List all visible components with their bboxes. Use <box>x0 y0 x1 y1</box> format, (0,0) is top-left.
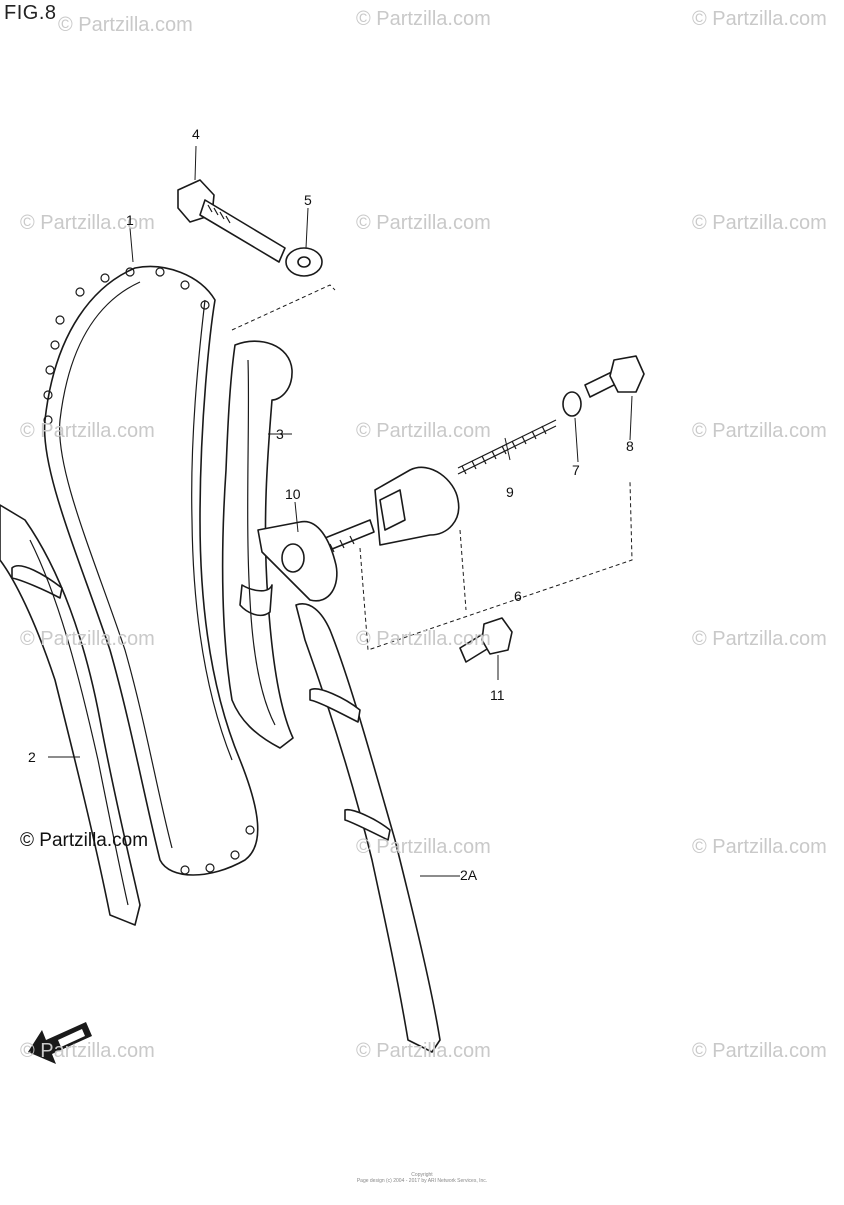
callout-part-1: 1 <box>126 212 134 228</box>
watermark: © Partzilla.com <box>20 212 155 234</box>
front-arrow-icon <box>28 1022 92 1064</box>
pivot-bolt <box>177 179 286 263</box>
watermark-strong: © Partzilla.com <box>20 830 149 851</box>
chain-guide-right <box>295 603 441 1053</box>
watermark: © Partzilla.com <box>356 1040 491 1062</box>
callout-part-8: 8 <box>626 438 634 454</box>
mount-bolt <box>459 617 513 663</box>
watermark: © Partzilla.com <box>356 420 491 442</box>
gasket <box>257 520 338 602</box>
group-lines <box>231 284 633 651</box>
footer-credit: Page design (c) 2004 - 2017 by ARI Netwo… <box>356 1178 488 1184</box>
cam-chain <box>43 265 259 876</box>
callout-part-7: 7 <box>572 462 580 478</box>
callout-part-4: 4 <box>192 126 200 142</box>
tensioner-spring <box>457 419 557 475</box>
watermark: © Partzilla.com <box>356 212 491 234</box>
figure-title: FIG.8 <box>4 2 57 24</box>
footer-copyright: Copyright <box>411 1172 433 1178</box>
callout-part-5: 5 <box>304 192 312 208</box>
chain-tensioner-arm <box>221 340 294 749</box>
callout-part-6: 6 <box>514 588 522 604</box>
watermark: © Partzilla.com <box>692 836 827 858</box>
chain-links <box>43 267 255 875</box>
o-ring <box>562 391 582 417</box>
watermark: © Partzilla.com <box>692 212 827 234</box>
watermark: © Partzilla.com <box>692 420 827 442</box>
chain-guide-left <box>0 504 141 926</box>
watermark: © Partzilla.com <box>58 14 193 36</box>
washer <box>285 247 323 277</box>
watermark: © Partzilla.com <box>20 628 155 650</box>
watermark: © Partzilla.com <box>692 628 827 650</box>
cap-bolt <box>584 355 645 398</box>
callout-part-2: 2 <box>28 749 36 765</box>
callout-part-10: 10 <box>285 486 301 502</box>
watermark: © Partzilla.com <box>20 420 155 442</box>
watermark: © Partzilla.com <box>356 628 491 650</box>
callout-part-3: 3 <box>276 426 284 442</box>
watermark: © Partzilla.com <box>356 8 491 30</box>
callout-part-9: 9 <box>506 484 514 500</box>
watermark: © Partzilla.com <box>20 1040 155 1062</box>
callout-part-2a: 2A <box>460 867 478 883</box>
watermark: © Partzilla.com <box>356 836 491 858</box>
leader-lines <box>48 145 633 877</box>
watermark: © Partzilla.com <box>692 1040 827 1062</box>
watermark: © Partzilla.com <box>692 8 827 30</box>
callout-part-11: 11 <box>490 687 505 703</box>
